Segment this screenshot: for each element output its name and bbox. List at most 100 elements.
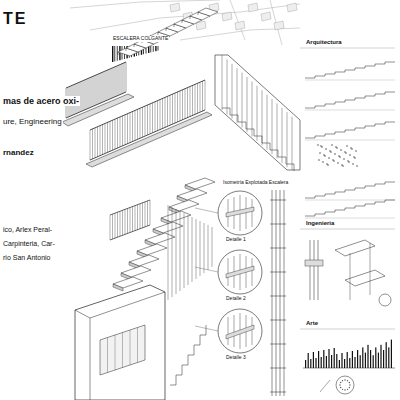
step-profile bbox=[200, 325, 206, 335]
hatch-dot bbox=[342, 165, 344, 167]
bolt bbox=[379, 294, 391, 306]
landing-slab bbox=[86, 112, 212, 167]
rod bbox=[267, 95, 268, 150]
label-text: Detalle 2 bbox=[225, 296, 247, 302]
stroke bbox=[162, 98, 163, 128]
art-bar bbox=[308, 353, 309, 368]
rod bbox=[280, 190, 281, 396]
stroke bbox=[270, 296, 286, 297]
label-text: Ingenieria bbox=[305, 220, 335, 227]
rule bbox=[300, 229, 395, 230]
stroke bbox=[252, 199, 253, 227]
stroke bbox=[86, 79, 87, 109]
hatch-dot bbox=[347, 380, 348, 381]
stroke bbox=[270, 224, 286, 225]
rod bbox=[272, 99, 273, 154]
hatch-dot bbox=[350, 147, 352, 149]
barcode-bar bbox=[152, 46, 154, 52]
window bbox=[100, 325, 145, 375]
ground-line bbox=[305, 80, 395, 81]
stroke bbox=[137, 205, 138, 230]
stroke bbox=[270, 392, 286, 393]
art-bar bbox=[375, 347, 376, 368]
stroke bbox=[104, 72, 105, 102]
rod bbox=[257, 86, 258, 141]
stroke bbox=[117, 212, 118, 237]
stroke bbox=[137, 109, 138, 139]
art-circle bbox=[336, 376, 354, 394]
stair-profile bbox=[305, 92, 395, 108]
hatch-dot bbox=[335, 146, 337, 148]
art-bar bbox=[378, 353, 379, 368]
art-bar bbox=[341, 353, 342, 368]
step-profile bbox=[170, 375, 176, 385]
hatch-dot bbox=[349, 387, 350, 388]
ground-line bbox=[305, 200, 395, 201]
stroke bbox=[92, 129, 93, 159]
detail-circle bbox=[218, 250, 262, 294]
hatch-dot bbox=[339, 156, 341, 158]
right-column bbox=[300, 48, 395, 394]
hanging-rod bbox=[212, 227, 213, 267]
rod bbox=[284, 190, 285, 396]
hatch-dot bbox=[353, 156, 355, 158]
step-profile bbox=[286, 164, 294, 171]
stroke bbox=[228, 258, 229, 286]
step-profile bbox=[176, 365, 182, 375]
hatch-dot bbox=[331, 144, 333, 146]
art-bar bbox=[367, 345, 368, 368]
stroke bbox=[120, 65, 121, 95]
stroke bbox=[107, 338, 108, 373]
stroke bbox=[140, 204, 141, 229]
road-line bbox=[70, 0, 220, 8]
hatch-dot bbox=[328, 157, 330, 159]
stroke bbox=[82, 81, 83, 111]
label-text: ESCALERA COLGANTE bbox=[112, 36, 169, 42]
detail-plate bbox=[226, 207, 254, 217]
stroke bbox=[88, 78, 89, 108]
label-text: Arquitectura bbox=[305, 39, 343, 46]
art-bar bbox=[357, 350, 358, 368]
building-block bbox=[248, 3, 258, 12]
barcode-bar bbox=[116, 46, 118, 61]
road-line bbox=[230, 0, 245, 40]
detail-circle bbox=[218, 191, 262, 235]
ground-line bbox=[305, 140, 395, 141]
stroke bbox=[177, 92, 178, 122]
stroke bbox=[165, 97, 166, 127]
stroke bbox=[142, 107, 143, 137]
exploded-staircase bbox=[62, 8, 218, 400]
building-block bbox=[261, 12, 271, 21]
stroke bbox=[185, 89, 186, 119]
stroke bbox=[108, 70, 109, 100]
step-front bbox=[113, 284, 123, 291]
stroke bbox=[190, 87, 191, 117]
hatch-dot bbox=[317, 144, 319, 146]
stroke bbox=[122, 210, 123, 235]
stroke bbox=[102, 125, 103, 155]
stroke bbox=[124, 63, 125, 93]
art-bar bbox=[336, 354, 337, 368]
stair-profile bbox=[305, 62, 395, 78]
road-line bbox=[90, 4, 300, 30]
art-bar bbox=[334, 348, 335, 368]
stroke bbox=[137, 328, 138, 363]
panel-frame bbox=[215, 55, 300, 170]
stroke bbox=[303, 368, 395, 369]
stroke bbox=[270, 272, 286, 273]
hatch-dot bbox=[341, 164, 343, 166]
hatch-dot bbox=[342, 380, 343, 381]
hatch-dot bbox=[324, 155, 326, 157]
stroke bbox=[110, 121, 111, 151]
art-bar bbox=[313, 352, 314, 368]
art-bar bbox=[331, 355, 332, 368]
art-bar bbox=[388, 347, 389, 368]
stroke bbox=[228, 317, 229, 345]
stroke bbox=[132, 112, 133, 142]
stroke bbox=[160, 100, 161, 130]
art-bar bbox=[344, 359, 345, 368]
stroke bbox=[110, 215, 111, 240]
rod bbox=[318, 240, 319, 300]
stroke bbox=[350, 253, 351, 300]
hatch-dot bbox=[349, 154, 351, 156]
